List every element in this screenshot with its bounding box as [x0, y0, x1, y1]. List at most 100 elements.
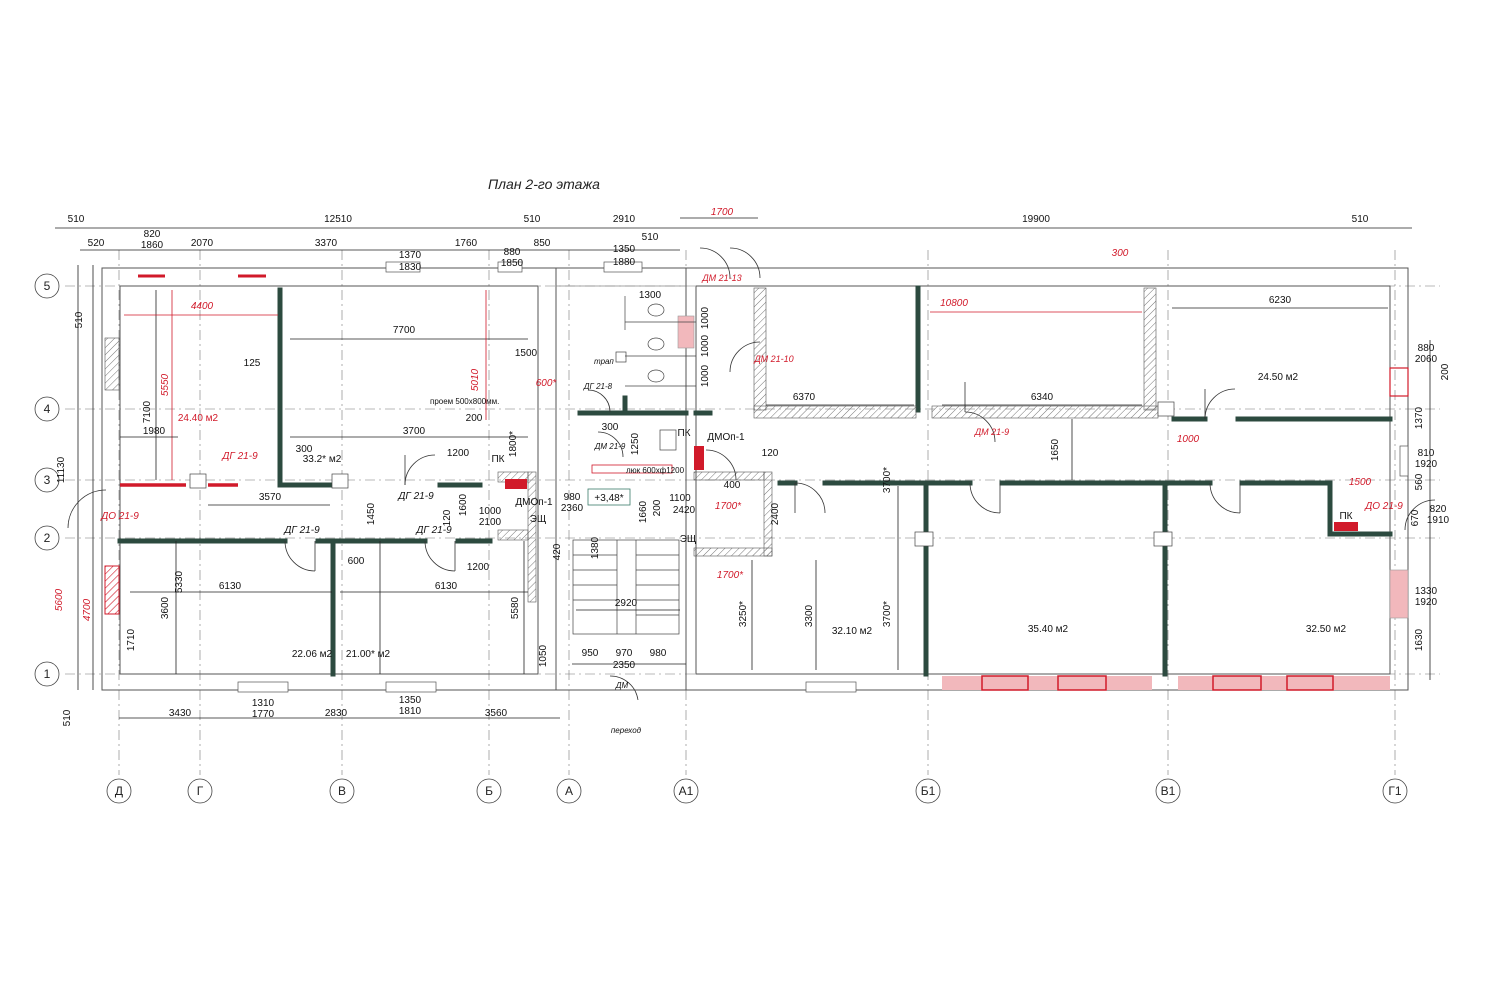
door-label: ДМ 21-9 — [594, 442, 626, 451]
opening-note: проем 500х800мм. — [430, 397, 499, 406]
dim-label: 1810 — [399, 706, 422, 717]
dim-label: 1000 — [700, 364, 711, 387]
dim-label: 1370 — [399, 250, 422, 261]
dim-label: 1880 — [613, 257, 636, 268]
opening-sizes: 1000 2100 980 2360 — [479, 492, 584, 528]
dim-label: 810 — [1418, 448, 1435, 459]
dim-label: 1350 — [399, 695, 422, 706]
dim-label: 2920 — [615, 598, 638, 609]
door-label: ДГ 21-9 — [397, 491, 434, 502]
dim-label: 125 — [244, 358, 261, 369]
fire-cabinet-label: ПК — [677, 428, 690, 439]
opening-size: 2100 — [479, 517, 502, 528]
axis-column-label: Д — [115, 784, 123, 798]
axis-column-label: В — [338, 784, 346, 798]
dim-label: 5010 — [470, 368, 481, 391]
dim-label: 1250 — [630, 432, 641, 455]
door-label: ДГ 21-9 — [415, 525, 452, 536]
dim-label: 120 — [762, 448, 779, 459]
dim-label: 600* — [536, 378, 558, 389]
dim-label: 510 — [642, 232, 659, 243]
dim-label: 3250* — [738, 601, 749, 627]
dim-label: 2910 — [613, 214, 636, 225]
dim-label: 1770 — [252, 709, 275, 720]
dim-label: 510 — [62, 709, 73, 726]
dim-label: 1830 — [399, 262, 422, 273]
dim-label: 200 — [1440, 363, 1451, 380]
dim-label: 880 — [504, 247, 521, 258]
dim-label: 6130 — [219, 581, 242, 592]
dim-label: 1000 — [700, 306, 711, 329]
dim-label: 3700* — [882, 601, 893, 627]
door-label: ДМ 21-10 — [753, 354, 793, 364]
dim-label: 1200 — [447, 448, 470, 459]
room-area-label: 32.50 м2 — [1306, 624, 1347, 635]
dim-label: 300 — [1112, 248, 1129, 259]
hatch-note: люк 600хф1200 — [626, 466, 685, 475]
dim-label: 1350 — [613, 244, 636, 255]
axis-bubbles — [34, 273, 1408, 804]
dim-label: 1860 — [141, 240, 164, 251]
door-label: ДМОп-1 — [707, 432, 745, 443]
door-label: ДО 21-9 — [100, 511, 139, 522]
axis-column-label: А — [565, 784, 573, 798]
dim-label: 510 — [1352, 214, 1369, 225]
axis-column-label: Б — [485, 784, 493, 798]
dim-label: 1600 — [458, 493, 469, 516]
dim-label: 3560 — [485, 708, 508, 719]
room-area-label: 22.06 м2 — [292, 649, 333, 660]
opening-size: 2360 — [561, 503, 584, 514]
room-area-label: 32.10 м2 — [832, 626, 873, 637]
level-box — [587, 488, 631, 506]
dim-label: 510 — [524, 214, 541, 225]
dim-label: 1300 — [639, 290, 662, 301]
dim-label: 1200 — [467, 562, 490, 573]
dim-label: 400 — [724, 480, 741, 491]
door-label: ДМ — [615, 681, 629, 690]
left-dimension-labels: 510 7100 5550 11130 5600 4700 1710 3600 … — [54, 311, 185, 726]
axis-row-label: 5 — [44, 279, 51, 293]
dim-label: 2350 — [613, 660, 636, 671]
dim-label: 510 — [74, 311, 85, 328]
interior-walls — [117, 285, 1393, 677]
dim-label: 200 — [466, 413, 483, 424]
dim-label: 12510 — [324, 214, 352, 225]
dim-label: 2830 — [325, 708, 348, 719]
dim-label: 1450 — [366, 502, 377, 525]
axis-column-label: Г1 — [1388, 784, 1401, 798]
dim-label: 1380 — [590, 536, 601, 559]
door-label: ДГ 21-9 — [221, 451, 258, 462]
dim-label: 3370 — [315, 238, 338, 249]
door-labels: ДГ 21-9 ДО 21-9 ДМ 21-13 ДМ 21-10 ДМ 21-… — [100, 273, 1403, 690]
electric-panel-label: ЭЩ — [680, 534, 697, 545]
door-label: ДГ 21-8 — [583, 382, 613, 391]
equipment-labels: ПК ПК ПК ЭЩ ЭЩ — [491, 428, 1352, 545]
windows — [237, 261, 1409, 693]
dim-label: 950 — [582, 648, 599, 659]
dim-label: 3700 — [403, 426, 426, 437]
right-dimension-labels: 880 2060 200 1370 810 1920 560 670 820 1… — [1410, 343, 1451, 651]
dim-label: 1660 — [638, 500, 649, 523]
axis-row-label: 2 — [44, 531, 51, 545]
door-label: ДГ 21-9 — [283, 525, 320, 536]
dim-label: 1760 — [455, 238, 478, 249]
door-label: ДО 21-9 — [1364, 501, 1403, 512]
dim-label: 3430 — [169, 708, 192, 719]
dim-label: 6130 — [435, 581, 458, 592]
passage-label: переход — [611, 726, 642, 735]
dim-label: 6230 — [1269, 295, 1292, 306]
bottom-dimension-labels: 3430 1310 1770 2830 1350 1810 3560 950 9… — [169, 648, 667, 720]
door-label: ДМОп-1 — [515, 497, 553, 508]
dim-label: 10800 — [940, 298, 968, 309]
hatched-partitions — [104, 287, 1159, 603]
dim-label: 600 — [348, 556, 365, 567]
level-mark: +3,48* — [594, 493, 623, 504]
dim-label: 820 — [144, 229, 161, 240]
dim-label: 5330 — [174, 570, 185, 593]
dim-label: 520 — [88, 238, 105, 249]
dim-label: 5550 — [160, 373, 171, 396]
dim-label: 1500 — [515, 348, 538, 359]
dim-label: 7700 — [393, 325, 416, 336]
dim-label: 1850 — [501, 258, 524, 269]
dim-label: 510 — [68, 214, 85, 225]
